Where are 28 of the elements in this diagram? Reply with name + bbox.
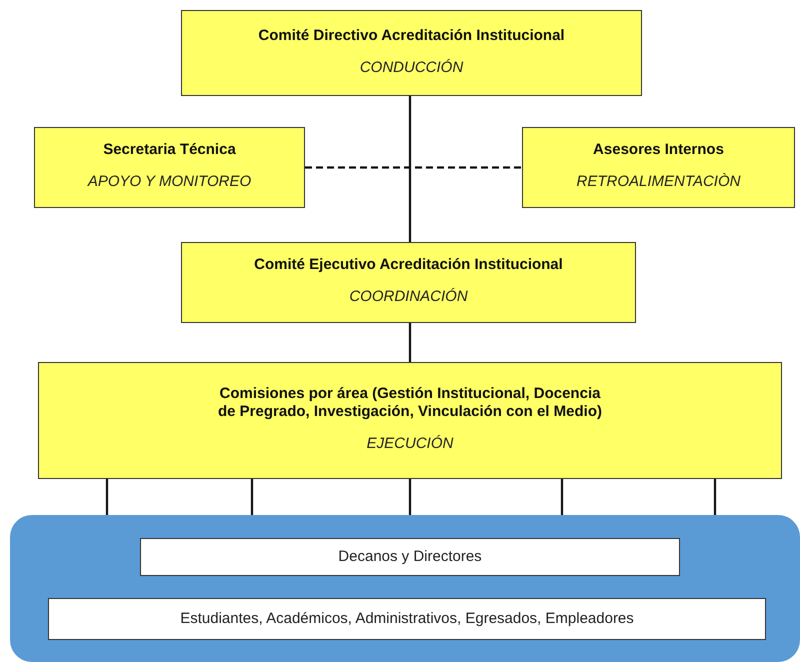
connector-line (250, 479, 254, 515)
connector-line (408, 323, 412, 362)
dashed-connector (305, 166, 522, 169)
committee-box (181, 242, 636, 323)
box-role: APOYO Y MONITOREO (88, 172, 252, 192)
committee-box (522, 127, 795, 208)
member-label: Estudiantes, Académicos, Administrativos, Egresados, Empleadores (180, 608, 634, 629)
group-panel (10, 515, 800, 662)
box-role: RETROALIMENTACIÒN (576, 172, 740, 192)
box-role: CONDUCCIÓN (360, 58, 464, 78)
committee-box (34, 127, 305, 208)
member-label: Decanos y Directores (338, 546, 482, 567)
box-title: Comisiones por área (Gestión Institucional, Docencia de Pregrado, Investigación, Vinculación con el Medio) (217, 385, 603, 422)
committee-box (38, 362, 782, 479)
member-box (48, 598, 766, 640)
box-title: Secretaria Técnica (103, 141, 236, 160)
member-box (140, 538, 680, 576)
connector-line (408, 479, 412, 515)
box-title: Comité Directivo Acreditación Institucional (258, 26, 565, 45)
box-role: EJECUCIÓN (366, 434, 454, 454)
committee-box (181, 10, 642, 96)
connector-line (560, 479, 564, 515)
box-title: Comité Ejecutivo Acreditación Institucional (254, 256, 563, 274)
connector-line (408, 96, 412, 242)
connector-line (106, 479, 108, 515)
box-title: Asesores Internos (593, 141, 724, 160)
connector-line (714, 479, 716, 515)
box-role: COORDINACIÓN (349, 287, 468, 308)
